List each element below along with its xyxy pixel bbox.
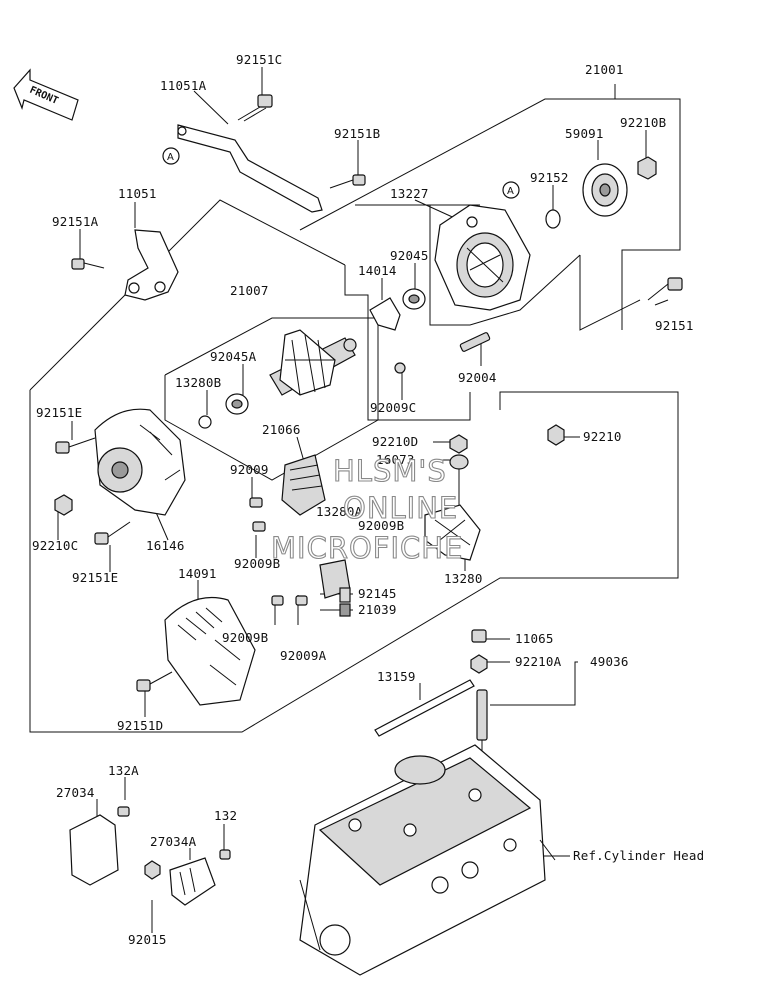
label-92045a: 92045A xyxy=(210,349,257,364)
screw-92009a xyxy=(295,595,308,606)
stud-92004 xyxy=(459,332,491,352)
label-ref-cylinder-head: Ref.Cylinder Head xyxy=(573,848,704,863)
label-92210b: 92210B xyxy=(620,115,666,130)
label-21001: 21001 xyxy=(585,62,624,77)
relay-27034a xyxy=(144,849,231,906)
label-16146: 16146 xyxy=(146,538,185,553)
bolt-92151d xyxy=(136,671,173,692)
brush-holder xyxy=(319,559,351,617)
bolt-92151 xyxy=(647,277,683,301)
label-13159: 13159 xyxy=(377,669,416,684)
label-11051: 11051 xyxy=(118,186,157,201)
label-27034a: 27034A xyxy=(150,834,197,849)
nut-92210b xyxy=(637,156,657,180)
cover-14091 xyxy=(164,596,256,706)
label-59091: 59091 xyxy=(565,126,604,141)
label-21039: 21039 xyxy=(358,602,397,617)
watermark: HLSM'S ONLINE MICROFICHE xyxy=(270,453,463,565)
bolt-92151e-bot xyxy=(94,521,131,545)
label-92210c: 92210C xyxy=(32,538,78,553)
label-132: 132 xyxy=(214,808,237,823)
label-14014: 14014 xyxy=(358,263,397,278)
label-92151c: 92151C xyxy=(236,52,282,67)
nut-92210c xyxy=(54,494,73,516)
bracket-11051 xyxy=(124,229,179,301)
label-21066: 21066 xyxy=(262,422,301,437)
label-132a: 132A xyxy=(108,763,139,778)
label-92151d: 92151D xyxy=(117,718,163,733)
label-92009c: 92009C xyxy=(370,400,416,415)
label-92009b-low: 92009B xyxy=(234,556,280,571)
ref-marker-a-2: A xyxy=(502,181,520,199)
label-92210d: 92210D xyxy=(372,434,418,449)
screw-92009b-low xyxy=(271,595,284,606)
bolt-92151b xyxy=(329,174,366,189)
nut-92210d xyxy=(449,434,468,454)
regulator-21066 xyxy=(281,454,326,516)
label-92151e-bot: 92151E xyxy=(72,570,118,585)
cylinder-head xyxy=(299,744,556,976)
bearing-92045a xyxy=(225,393,249,415)
label-92152: 92152 xyxy=(530,170,569,185)
bracket-11051a xyxy=(177,124,323,213)
bolt-92151c xyxy=(237,94,273,122)
label-92004: 92004 xyxy=(458,370,497,385)
label-92015: 92015 xyxy=(128,932,167,947)
label-92009b-mid: 92009B xyxy=(358,518,404,533)
label-16073: 16073 xyxy=(376,452,415,467)
label-92145: 92145 xyxy=(358,586,397,601)
label-13280a: 13280A xyxy=(316,504,363,519)
front-housing-16146 xyxy=(94,408,186,516)
ring-13280b xyxy=(198,415,212,429)
ref-marker-a-1: A xyxy=(162,147,180,165)
plate-14014 xyxy=(369,297,401,331)
label-92210a: 92210A xyxy=(515,654,562,669)
rear-housing-13227 xyxy=(434,204,531,311)
label-13227: 13227 xyxy=(390,186,429,201)
label-49036: 49036 xyxy=(590,654,629,669)
label-92009a: 92009A xyxy=(280,648,327,663)
part-labels: 92151C 21001 11051A 92151B 59091 92210B … xyxy=(32,52,704,947)
watermark-line-1: HLSM'S xyxy=(333,454,447,488)
stud-16073 xyxy=(449,454,469,505)
screw-92009c xyxy=(394,362,406,374)
label-92151a: 92151A xyxy=(52,214,99,229)
label-92009b: 92009B xyxy=(222,630,268,645)
ref-marker-a-label-1: A xyxy=(167,152,174,163)
label-92009: 92009 xyxy=(230,462,269,477)
nut-92210a xyxy=(470,654,488,674)
label-92151e-top: 92151E xyxy=(36,405,82,420)
label-13280b: 13280B xyxy=(175,375,221,390)
label-11051a: 11051A xyxy=(160,78,207,93)
screw-92009 xyxy=(249,497,263,508)
label-92045: 92045 xyxy=(390,248,429,263)
watermark-line-3: MICROFICHE xyxy=(271,531,463,565)
label-14091: 14091 xyxy=(178,566,217,581)
screw-92009b-mid xyxy=(252,521,266,532)
bolt-92151e-top xyxy=(55,437,96,454)
label-27034: 27034 xyxy=(56,785,95,800)
label-21007: 21007 xyxy=(230,283,269,298)
watermark-line-2: ONLINE xyxy=(343,491,458,525)
nut-92210 xyxy=(547,424,565,446)
washer-92152 xyxy=(545,209,561,229)
front-arrow-icon: FRONT xyxy=(13,68,79,121)
relay-27034 xyxy=(69,806,130,886)
bearing-92045 xyxy=(402,288,426,310)
rotor-21007 xyxy=(269,329,357,396)
label-11065: 11065 xyxy=(515,631,554,646)
label-92151: 92151 xyxy=(655,318,694,333)
bolt-92151a xyxy=(71,258,105,270)
label-92151b: 92151B xyxy=(334,126,380,141)
glow-plug-49036 xyxy=(476,689,488,770)
label-13280: 13280 xyxy=(444,571,483,586)
bus-bar-13159 xyxy=(374,679,475,737)
bearing-59091 xyxy=(582,163,628,217)
nut-11065 xyxy=(471,629,487,643)
rectifier-13280 xyxy=(424,504,481,561)
ref-marker-a-label-2: A xyxy=(507,186,514,197)
label-92210: 92210 xyxy=(583,429,622,444)
